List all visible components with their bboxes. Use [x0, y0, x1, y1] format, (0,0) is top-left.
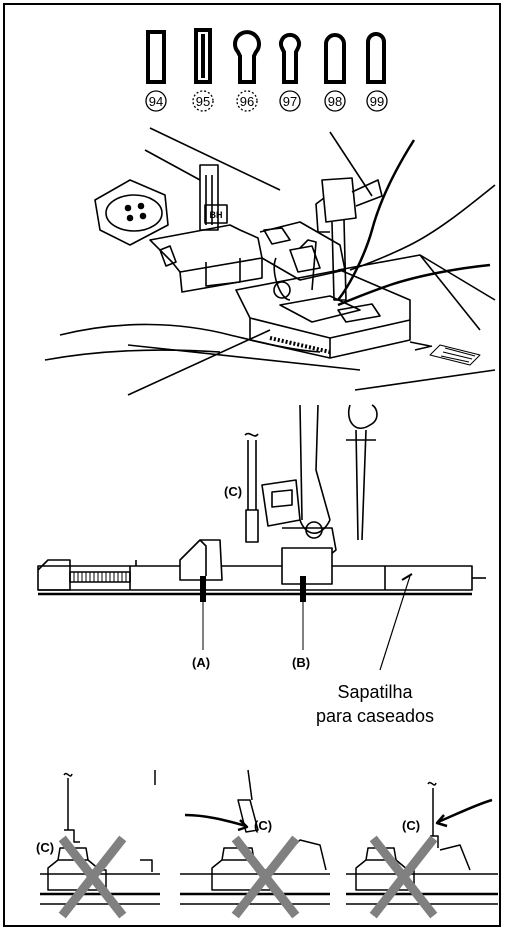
stitch-number-97: 97 [279, 90, 301, 112]
stitch-pattern-95-icon [194, 28, 212, 84]
stitch-number-98: 98 [324, 90, 346, 112]
stitch-pattern-99-icon [366, 32, 386, 84]
wrong-example-1-label-c: (C) [36, 840, 54, 855]
wrong-example-2-label-c: (C) [254, 818, 272, 833]
caption-line-1: Sapatilha [337, 682, 413, 702]
stitch-number-95: 95 [192, 90, 214, 112]
label-b: (B) [292, 655, 310, 670]
svg-text:96: 96 [240, 94, 254, 109]
label-c-side-view: (C) [224, 484, 242, 499]
svg-text:99: 99 [370, 94, 384, 109]
cross-mark-icon [231, 835, 300, 919]
svg-text:95: 95 [196, 94, 210, 109]
stitch-patterns: 94 95 96 97 98 99 [145, 28, 388, 112]
sewing-machine-perspective-illustration: BH [44, 127, 496, 396]
wrong-example-3 [346, 781, 498, 905]
stitch-pattern-98-icon [324, 33, 346, 84]
svg-text:97: 97 [283, 94, 297, 109]
stitch-pattern-97-icon [279, 32, 301, 84]
stitch-number-96: 96 [236, 90, 258, 112]
side-view-diagram [37, 404, 486, 671]
stitch-number-94: 94 [145, 90, 167, 112]
stitch-pattern-94-icon [146, 30, 166, 84]
wrong-example-3-label-c: (C) [402, 818, 420, 833]
figure-border [3, 3, 501, 927]
cross-mark-icon [58, 835, 127, 919]
caption-line-2: para caseados [316, 706, 434, 726]
stitch-pattern-96-icon [233, 30, 261, 84]
label-a: (A) [192, 655, 210, 670]
svg-text:BH: BH [210, 210, 223, 220]
stitch-number-99: 99 [366, 90, 388, 112]
svg-text:94: 94 [149, 94, 163, 109]
svg-text:98: 98 [328, 94, 342, 109]
cross-mark-icon [369, 835, 438, 919]
